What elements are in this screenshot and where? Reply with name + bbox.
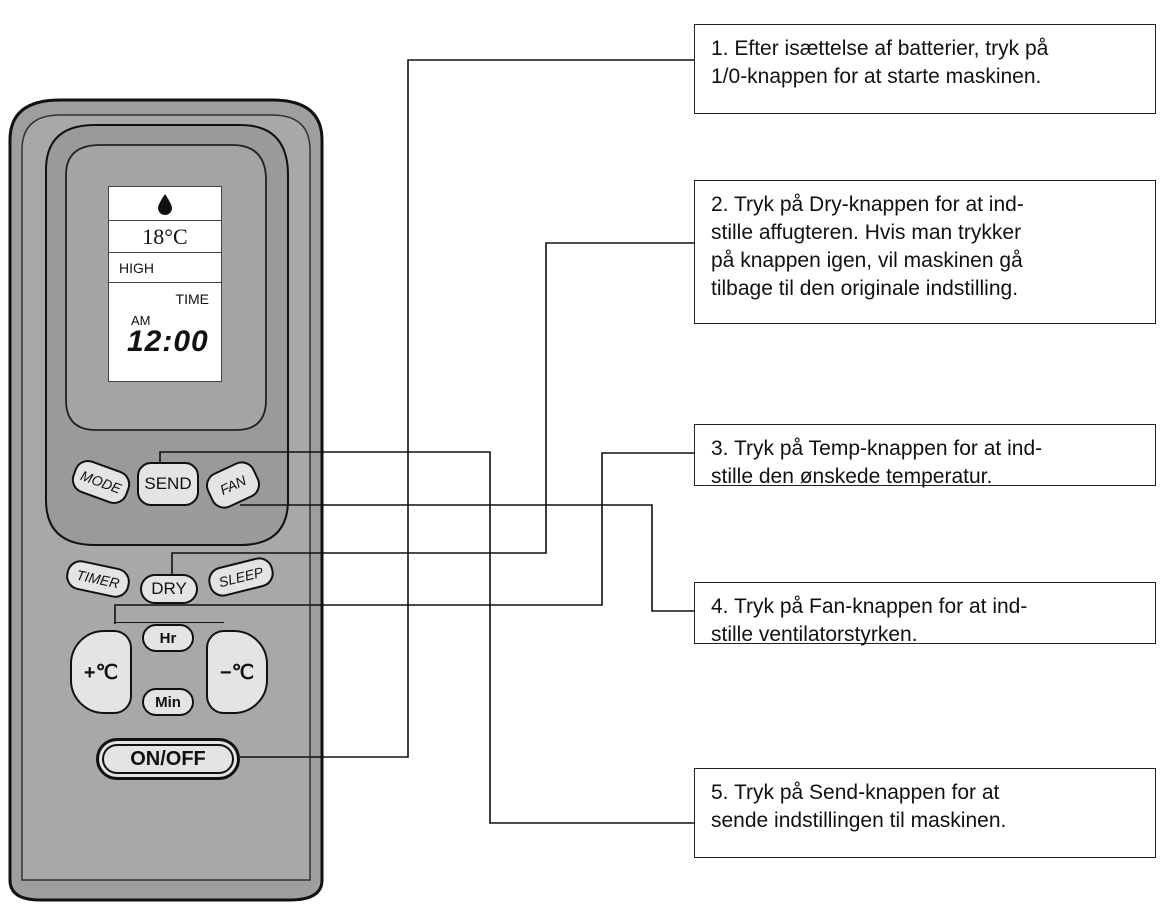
connector-dry: [171, 242, 694, 575]
lcd-time-label: TIME: [175, 291, 209, 307]
on-off-button[interactable]: ON/OFF: [96, 738, 240, 780]
callout-1: 1. Efter isættelse af batterier, tryk på…: [694, 24, 1156, 114]
connector-fan: [240, 504, 694, 612]
dry-button[interactable]: DRY: [140, 574, 198, 604]
lcd-icon-row: [108, 186, 222, 222]
water-drop-icon: [158, 194, 172, 215]
callout-2: 2. Tryk på Dry-knappen for at ind- still…: [694, 180, 1156, 324]
temp-up-button[interactable]: +℃: [70, 630, 132, 714]
connector-temp: [114, 452, 694, 624]
callout-4: 4. Tryk på Fan-knappen for at ind- still…: [694, 582, 1156, 646]
lcd-am-pm: AM: [131, 313, 151, 328]
min-button[interactable]: Min: [142, 688, 194, 716]
lcd-clock-area: TIME AM 12:00: [108, 282, 222, 382]
lcd-fan-speed: HIGH: [108, 252, 222, 284]
lcd-temperature: 18°C: [108, 220, 222, 254]
send-button[interactable]: SEND: [137, 462, 199, 506]
temp-down-button[interactable]: −℃: [206, 630, 268, 714]
callout-3: 3. Tryk på Temp-knappen for at ind- stil…: [694, 424, 1156, 488]
connector-lines: [114, 59, 694, 824]
callout-5: 5. Tryk på Send-knappen for at sende ind…: [694, 768, 1156, 858]
time-button-frame: [114, 622, 224, 637]
connector-onoff: [240, 59, 694, 758]
connector-send: [159, 451, 694, 824]
hr-button[interactable]: Hr: [142, 624, 194, 652]
lcd-clock: 12:00: [127, 325, 209, 358]
